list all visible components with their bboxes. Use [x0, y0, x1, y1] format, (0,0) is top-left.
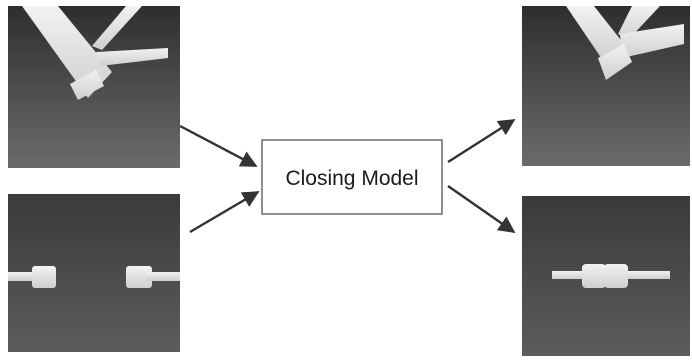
- output-bottom-image: [522, 196, 690, 356]
- input-top-image: [8, 6, 180, 168]
- arrow-output-bottom: [447, 185, 516, 233]
- closing-model-label: Closing Model: [285, 167, 418, 190]
- arrow-output-top: [447, 118, 516, 164]
- arrow-input-bottom: [189, 190, 260, 234]
- input-bottom-image: [8, 194, 180, 352]
- closing-model-box: Closing Model: [261, 139, 443, 215]
- output-top-image: [522, 6, 690, 166]
- arrow-input-top: [179, 124, 258, 168]
